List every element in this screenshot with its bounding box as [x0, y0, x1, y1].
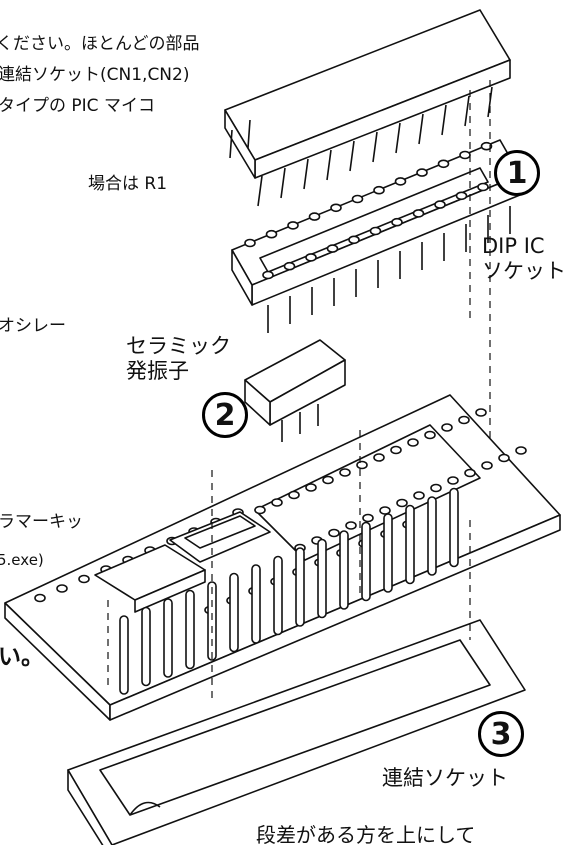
hole-mark	[407, 438, 419, 447]
hole-mark	[305, 483, 317, 492]
hole-mark	[262, 270, 274, 280]
hole-mark	[481, 461, 493, 470]
hole-mark	[265, 229, 278, 239]
bottom-note: 段差がある方を上にして	[256, 823, 476, 847]
hole-mark	[413, 491, 425, 500]
hole-mark	[283, 261, 296, 271]
connector-pin	[163, 598, 173, 678]
connector-socket	[67, 619, 526, 845]
hole-mark	[356, 460, 368, 470]
connector-pin	[339, 530, 349, 610]
connector-pin	[251, 564, 261, 644]
hole-mark	[351, 194, 364, 204]
hole-mark	[515, 446, 527, 455]
connector-pin	[449, 487, 459, 568]
connector-pin	[141, 606, 151, 687]
hole-mark	[373, 185, 385, 195]
connector-pin	[273, 555, 283, 636]
hole-mark	[339, 468, 351, 477]
connector-pin	[185, 589, 195, 670]
hole-mark	[447, 476, 459, 485]
badge-1: 1	[494, 150, 540, 196]
hole-mark	[373, 453, 385, 462]
hole-mark	[434, 200, 446, 209]
pic-chip	[224, 9, 511, 207]
hole-mark	[308, 212, 321, 221]
guide-lines	[107, 80, 491, 700]
hole-mark	[477, 182, 489, 192]
ceramic-label-line2: 発振子	[126, 359, 189, 384]
hole-mark	[369, 226, 382, 236]
dip-ic-label: DIP IC ソケット	[482, 234, 566, 284]
hole-mark	[498, 453, 510, 463]
dip-socket	[231, 139, 521, 333]
hole-mark	[379, 506, 391, 515]
connector-pin	[317, 538, 327, 619]
hole-mark	[254, 505, 266, 515]
text-line-5: オシレー	[0, 316, 66, 336]
hole-mark	[475, 408, 487, 417]
text-line-3: タイプの PIC マイコ	[0, 96, 155, 116]
dip-ic-label-line2: ソケット	[482, 259, 566, 284]
hole-mark	[78, 574, 90, 584]
ceramic-label-line1: セラミック	[126, 334, 231, 358]
text-line-7: 5.exe)	[0, 551, 44, 569]
dip-ic-label-line1: DIP IC	[482, 234, 545, 258]
hole-mark	[328, 528, 340, 538]
hole-mark	[464, 468, 476, 478]
hole-mark	[362, 513, 374, 523]
connector-label: 連結ソケット	[382, 766, 508, 790]
badge-3: 3	[478, 711, 524, 757]
connector-pin	[427, 496, 437, 576]
text-line-6: ラマーキッ	[0, 512, 83, 532]
hole-mark	[288, 490, 300, 500]
hole-mark	[322, 475, 334, 485]
hole-mark	[56, 584, 68, 593]
hole-mark	[480, 141, 493, 151]
connector-pins	[119, 487, 459, 695]
connector-pin	[295, 547, 305, 627]
badge-2: 2	[202, 392, 248, 438]
hole-mark	[345, 521, 357, 530]
hole-mark	[390, 445, 402, 455]
text-line-8: い。	[0, 644, 44, 670]
hole-mark	[416, 168, 428, 177]
text-line-2: 連結ソケット(CN1,CN2)	[0, 65, 190, 85]
hole-mark	[326, 244, 339, 253]
connector-pin	[229, 572, 239, 653]
connector-pin	[383, 513, 393, 593]
connector-pin	[361, 521, 371, 602]
connector-pin	[405, 504, 415, 585]
ceramic-resonator	[244, 339, 346, 442]
hole-mark	[441, 423, 453, 432]
text-line-1: ください。ほとんどの部品	[0, 34, 200, 54]
hole-mark	[459, 150, 471, 160]
hole-mark	[348, 235, 360, 245]
text-line-4: 場合は R1	[88, 174, 168, 194]
connector-pin	[119, 615, 129, 695]
ceramic-label: セラミック 発振子	[126, 334, 231, 384]
hole-mark	[437, 159, 450, 169]
hole-mark	[330, 203, 342, 213]
hole-mark	[305, 253, 317, 262]
hole-mark	[34, 593, 46, 603]
hole-mark	[455, 191, 468, 201]
hole-mark	[412, 209, 425, 218]
hole-mark	[244, 238, 256, 248]
hole-mark	[424, 430, 436, 440]
hole-mark	[271, 498, 283, 507]
hole-mark	[430, 483, 442, 493]
hole-mark	[458, 415, 470, 425]
hole-mark	[391, 217, 403, 227]
connector-pin	[207, 581, 217, 661]
hole-mark	[394, 177, 407, 186]
hole-mark	[396, 498, 408, 508]
hole-mark	[287, 221, 299, 230]
